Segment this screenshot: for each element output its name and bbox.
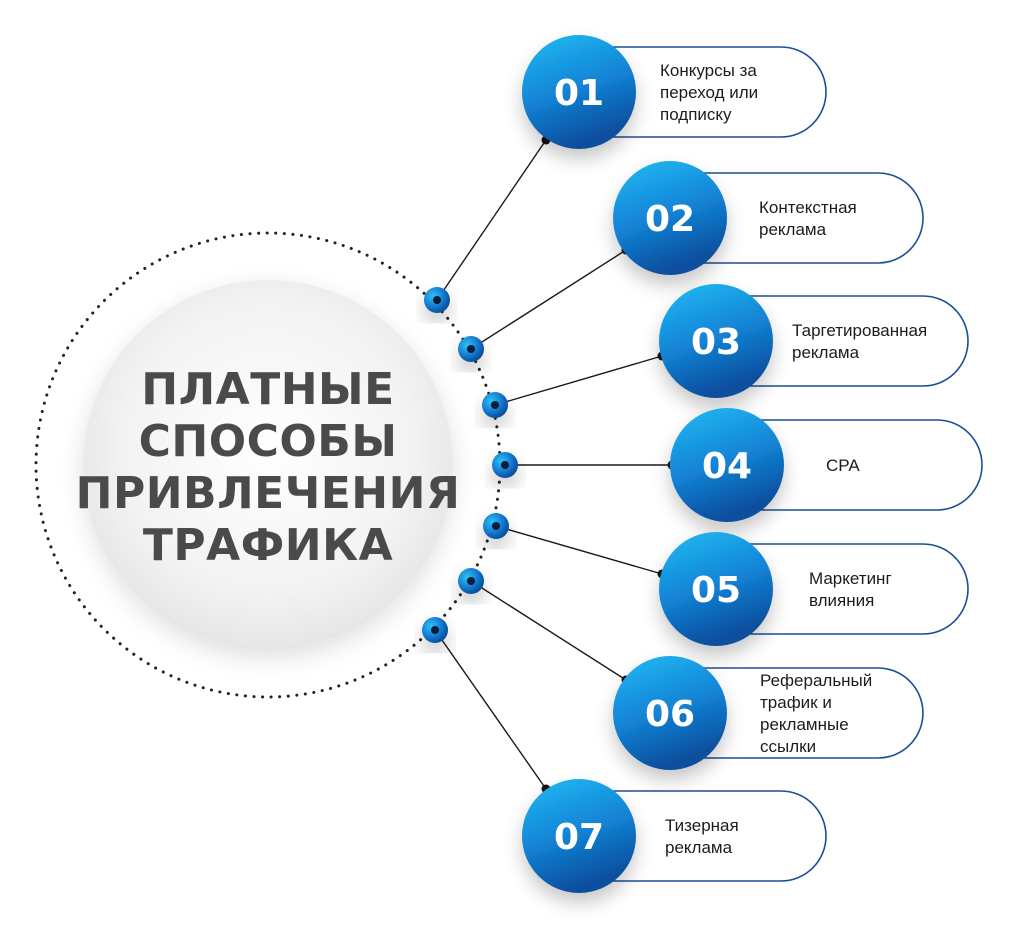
item-text-6: ссылки <box>760 737 816 756</box>
ring-anchor-center-1 <box>433 296 441 304</box>
item-text-2: Контекстная <box>759 198 857 217</box>
item-pill-6 <box>669 667 924 759</box>
connector-line-3 <box>494 355 663 406</box>
connector-line-7 <box>434 629 547 790</box>
item-text-1: подписку <box>660 105 732 124</box>
number-circle-7 <box>522 779 636 893</box>
item-text-3: реклама <box>792 343 860 362</box>
number-label-5: 05 <box>691 570 741 611</box>
ring-anchor-center-2 <box>467 345 475 353</box>
item-text-2: реклама <box>759 220 827 239</box>
connector-line-6 <box>470 580 627 681</box>
number-circles: 01 02 03 04 05 06 07 <box>522 35 784 893</box>
title-line: СПОСОБЫ <box>139 416 398 467</box>
item-pill-4 <box>726 419 983 511</box>
item-text-1: переход или <box>660 83 758 102</box>
item-text-6: трафик и <box>760 693 832 712</box>
item-pills: Конкурсы за переход или подпискуКонтекстна… <box>578 46 983 882</box>
item-text-7: Тизерная <box>665 816 739 835</box>
item-pill-3 <box>715 295 969 387</box>
item-text-6: Реферальный <box>760 671 872 690</box>
item-text-3: Таргетированная <box>792 321 927 340</box>
number-label-2: 02 <box>645 199 695 240</box>
ring-anchor-center-5 <box>492 522 500 530</box>
title-line: ТРАФИКА <box>143 520 393 571</box>
number-circle-4 <box>670 408 784 522</box>
ring-anchors <box>422 287 518 643</box>
center-circle <box>83 280 453 650</box>
item-text-7: реклама <box>665 838 733 857</box>
item-text-4: CPA <box>826 456 860 475</box>
item-pill-5 <box>715 543 969 635</box>
item-text-5: Маркетинг <box>809 569 892 588</box>
item-text-5: влияния <box>809 591 874 610</box>
ring-anchor-center-7 <box>431 626 439 634</box>
number-label-4: 04 <box>702 446 752 487</box>
number-circle-1 <box>522 35 636 149</box>
item-pill-2 <box>669 172 924 264</box>
item-text-1: Конкурсы за <box>660 61 757 80</box>
number-label-6: 06 <box>645 694 695 735</box>
ring-anchor-center-3 <box>491 401 499 409</box>
title-line: ПРИВЛЕЧЕНИЯ <box>76 468 461 519</box>
number-label-7: 07 <box>554 817 604 858</box>
item-pill-7 <box>578 790 827 882</box>
number-circle-3 <box>659 284 773 398</box>
connector-line-1 <box>436 139 547 301</box>
number-circle-5 <box>659 532 773 646</box>
connector-line-5 <box>495 525 663 575</box>
number-circle-2 <box>613 161 727 275</box>
ring-anchor-center-4 <box>501 461 509 469</box>
title-line: ПЛАТНЫЕ <box>141 364 394 415</box>
center-title: ПЛАТНЫЕ СПОСОБЫ ПРИВЛЕЧЕНИЯ ТРАФИКА <box>76 364 461 571</box>
item-text-6: рекламные <box>760 715 849 734</box>
number-circle-6 <box>613 656 727 770</box>
connector-line-2 <box>470 249 627 350</box>
item-pill-1 <box>578 46 827 138</box>
number-label-1: 01 <box>554 73 604 114</box>
number-label-3: 03 <box>691 322 741 363</box>
ring-anchor-center-6 <box>467 577 475 585</box>
